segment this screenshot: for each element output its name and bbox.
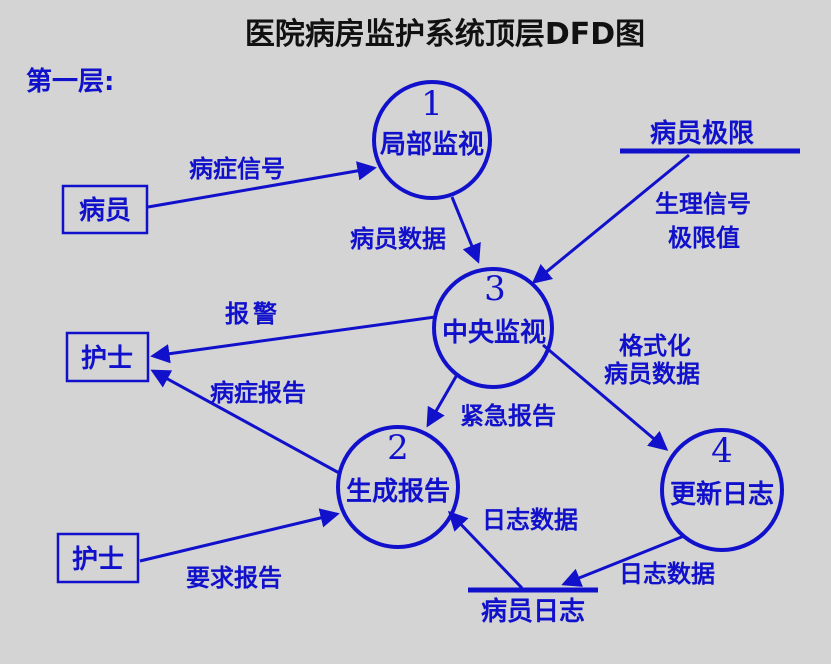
flow-label-symptom-report: 病症报告 [210,379,306,407]
process-number-2: 2 [387,428,409,468]
entity-label-nurse-lower: 护士 [72,545,124,575]
entity-label-patient: 病员 [79,196,131,226]
process-number-1: 1 [421,84,443,124]
flow-label-alarm: 报警 [225,300,281,328]
entity-rect-patient [61,184,149,235]
process-update-log: 4 更新日志 [660,428,784,552]
flow-label-physiological-signal: 生理信号 [655,190,751,218]
flow-arrow-log-data-to-report [447,510,524,590]
flow-label-emergency-report: 紧急报告 [460,402,556,430]
flow-arrow-alarm [150,315,436,364]
process-label-3: 中央监视 [442,318,546,348]
process-label-4: 更新日志 [670,479,774,510]
process-circle-1 [372,80,492,200]
flow-arrow-log-data-to-store [561,534,685,587]
entity-rect-nurse-upper [65,331,150,383]
entity-nurse-lower: 护士 [56,532,140,584]
store-patient-log: 病员日志 [468,587,598,627]
flow-label-formatted: 格式化 [619,332,691,360]
store-patient-limits: 病员极限 [620,119,800,154]
flow-arrow-request-report [139,508,340,563]
entity-patient: 病员 [61,184,149,235]
process-number-3: 3 [484,269,506,309]
process-circle-4 [660,428,784,552]
flow-label-log-data-lower: 日志数据 [619,560,715,588]
flow-arrow-symptom-report [150,369,342,476]
process-number-4: 4 [711,431,733,471]
entity-label-nurse-upper: 护士 [81,344,133,374]
flow-label-log-data-upper: 日志数据 [482,506,578,534]
flow-arrow-symptom-signal [147,161,377,209]
flow-arrow-patient-data [450,196,481,264]
store-label-patient-log: 病员日志 [481,597,585,627]
flow-label-formatted-patient-data: 病员数据 [604,360,700,388]
process-label-2: 生成报告 [346,476,450,507]
process-generate-report: 2 生成报告 [336,425,460,549]
process-central-monitor: 3 中央监视 [432,267,554,389]
store-label-patient-limits: 病员极限 [650,119,754,149]
flow-label-patient-data: 病员数据 [350,225,446,253]
flow-label-symptom-signal: 病症信号 [189,155,285,183]
process-circle-2 [336,425,460,549]
process-circle-3 [432,267,554,389]
flow-arrow-physiological-limit [531,153,690,284]
flow-label-limit-value: 极限值 [668,224,740,252]
entity-nurse-upper: 护士 [65,331,150,383]
flow-label-request-report: 要求报告 [186,564,282,592]
process-label-1: 局部监视 [380,130,484,160]
flow-arrow-formatted-patient-data [542,343,669,451]
layer-label: 第一层: [26,66,114,97]
entity-rect-nurse-lower [56,532,140,584]
flow-arrow-emergency-report [426,372,460,428]
process-local-monitor: 1 局部监视 [372,80,492,200]
diagram-title: 医院病房监护系统顶层DFD图 [245,17,645,52]
